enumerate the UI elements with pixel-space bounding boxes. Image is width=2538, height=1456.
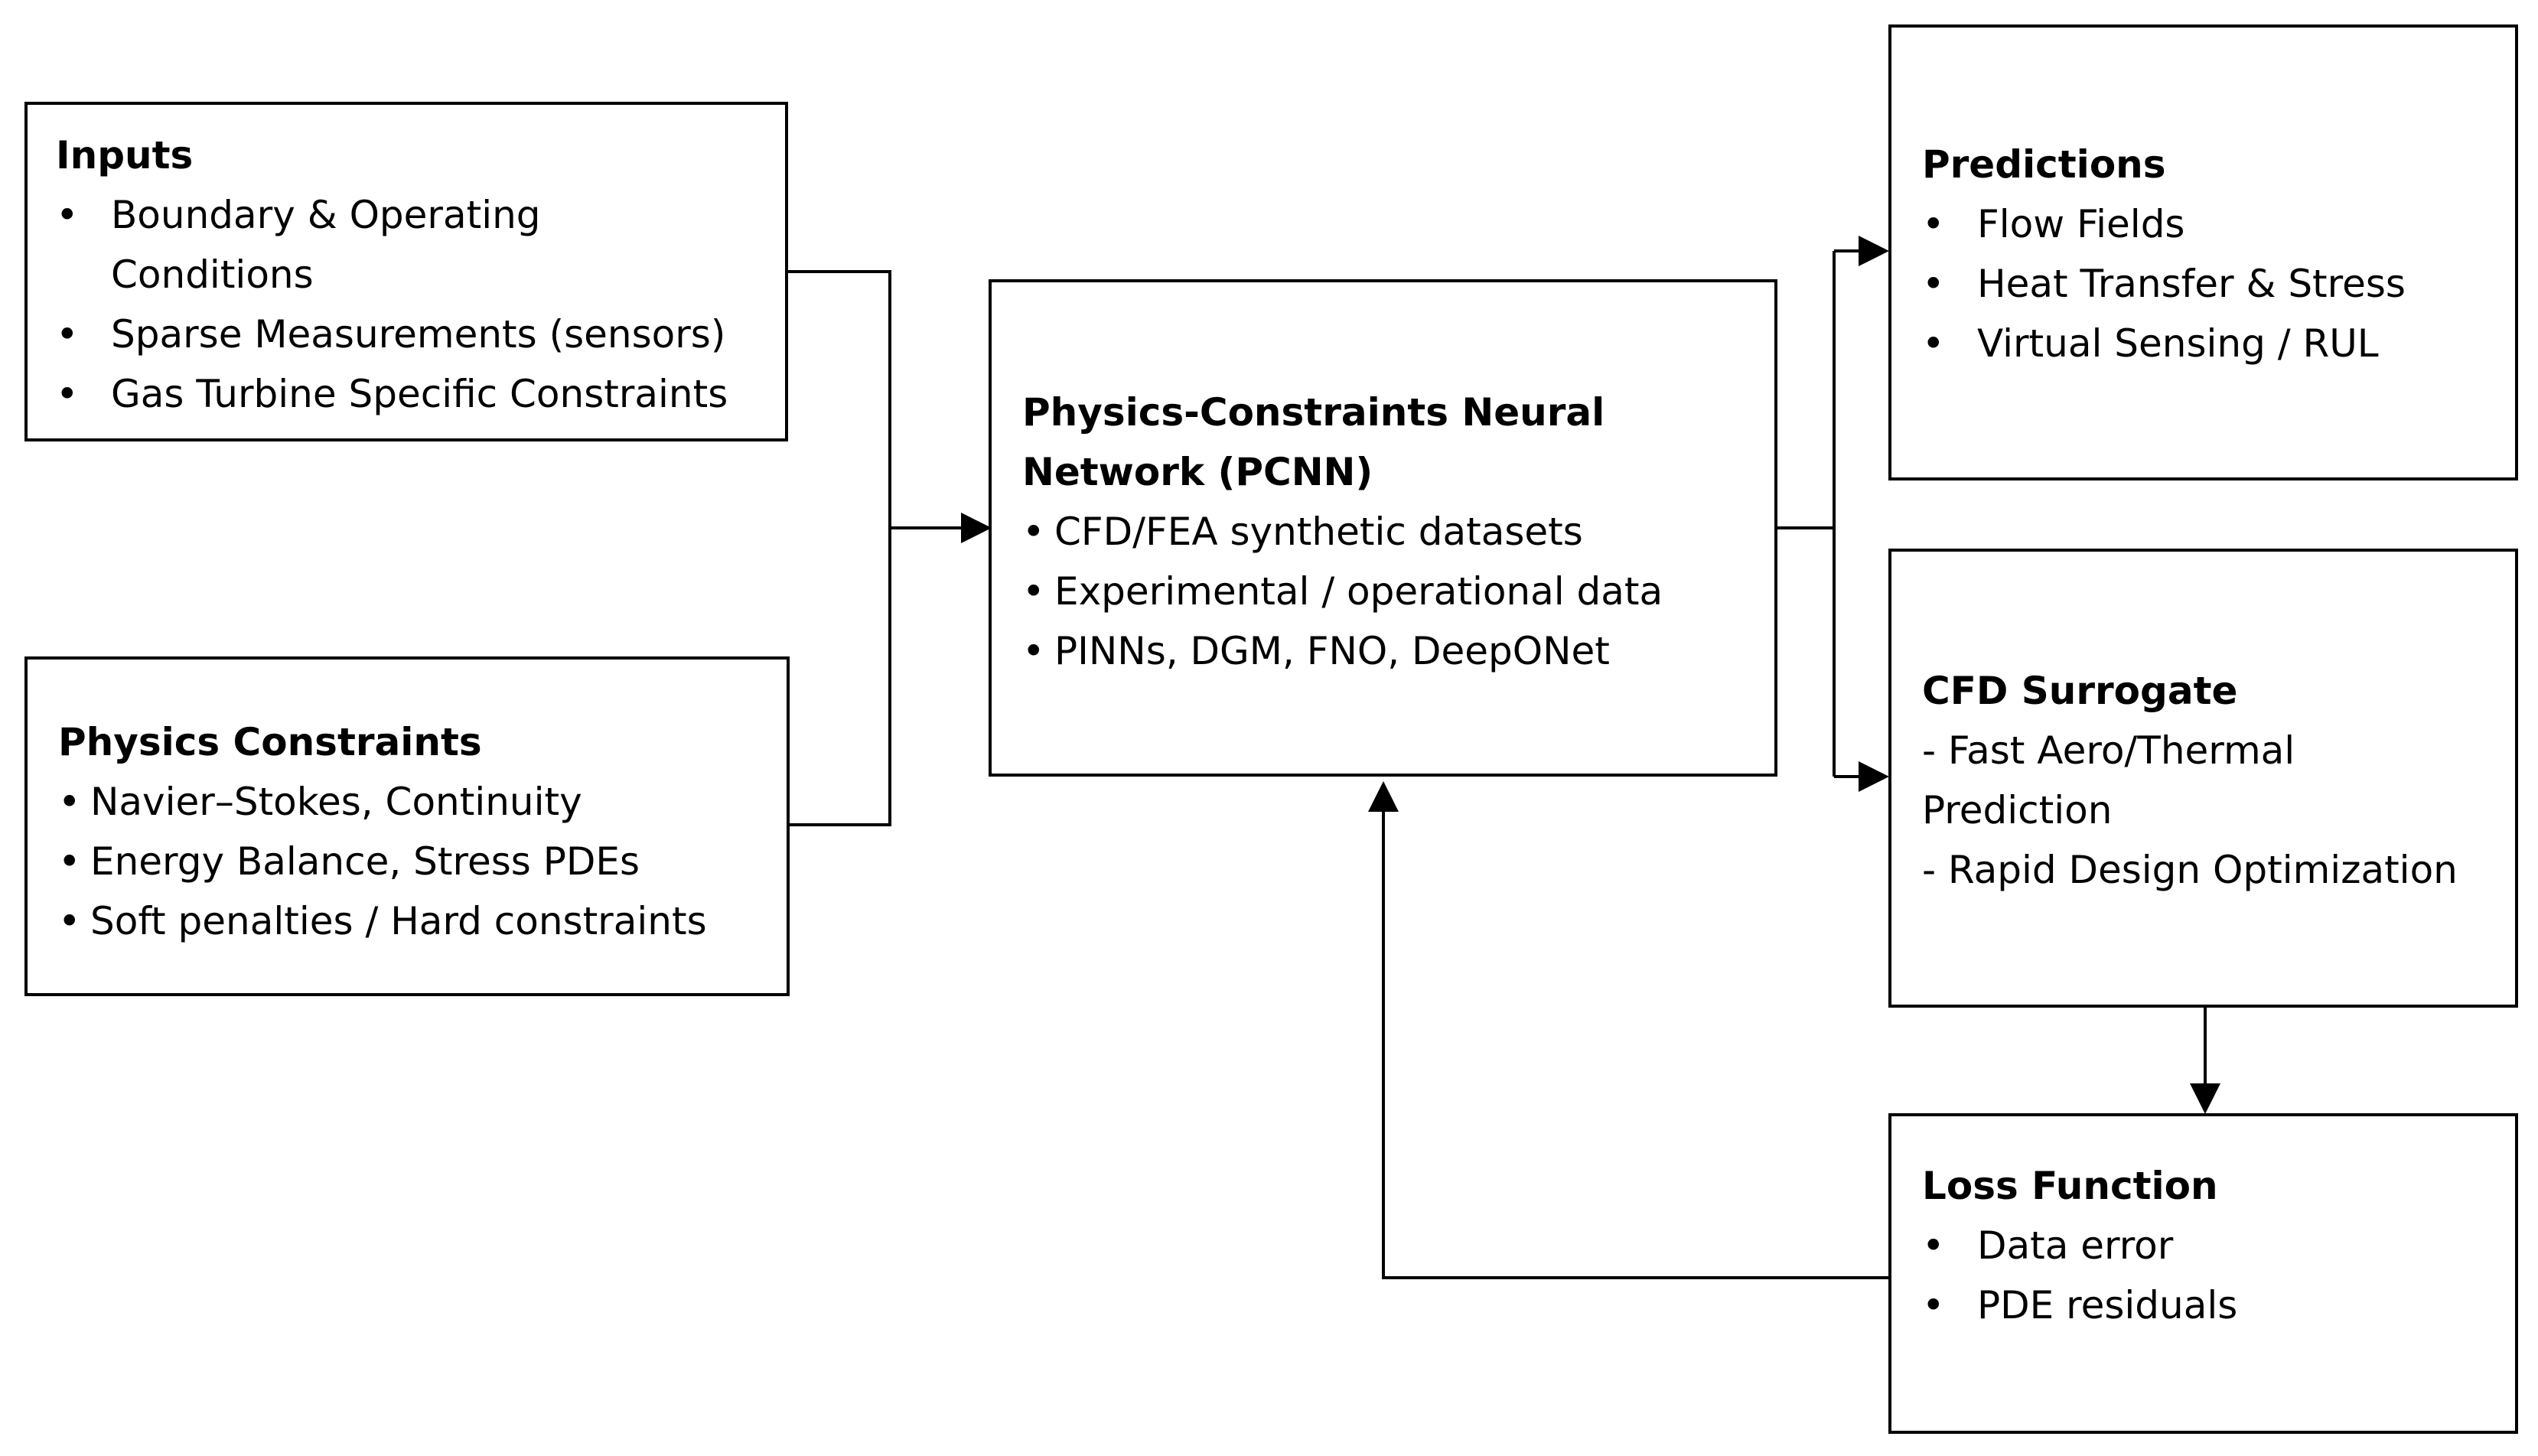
- physics-item-energy: Energy Balance, Stress PDEs: [58, 832, 787, 891]
- physics-connector: [790, 528, 891, 826]
- physics-item-navier-stokes: Navier–Stokes, Continuity: [58, 772, 787, 832]
- inputs-item-sensors: Sparse Measurements (sensors): [56, 305, 744, 364]
- inputs-box: Inputs Boundary & Operating Conditions S…: [24, 102, 788, 441]
- pcnn-item-cfd-fea: CFD/FEA synthetic datasets: [1022, 502, 1774, 562]
- physics-item-penalties: Soft penalties / Hard constraints: [58, 891, 787, 951]
- predictions-item-flow: Flow Fields: [1922, 194, 2515, 254]
- physics-constraints-title: Physics Constraints: [58, 720, 482, 764]
- physics-constraints-box: Physics Constraints Navier–Stokes, Conti…: [24, 656, 790, 996]
- predictions-box: Predictions Flow Fields Heat Transfer & …: [1888, 24, 2518, 480]
- predictions-item-heat: Heat Transfer & Stress: [1922, 254, 2515, 314]
- physics-constraints-list: Navier–Stokes, Continuity Energy Balance…: [58, 772, 787, 951]
- inputs-item-boundary: Boundary & Operating Conditions: [56, 185, 585, 305]
- predictions-item-virtual: Virtual Sensing / RUL: [1922, 314, 2515, 373]
- loss-function-title: Loss Function: [1922, 1164, 2218, 1208]
- pcnn-item-experimental: Experimental / operational data: [1022, 562, 1774, 621]
- pcnn-box: Physics-Constraints Neural Network (PCNN…: [989, 279, 1777, 777]
- cfd-surrogate-line-fast: - Fast Aero/Thermal: [1922, 728, 2295, 773]
- loss-function-list: Data error PDE residuals: [1922, 1216, 2515, 1335]
- loss-item-pde-residuals: PDE residuals: [1922, 1275, 2515, 1335]
- cfd-surrogate-title: CFD Surrogate: [1922, 669, 2238, 713]
- pcnn-item-methods: PINNs, DGM, FNO, DeepONet: [1022, 621, 1774, 681]
- pcnn-title-line1: Physics-Constraints Neural: [1022, 390, 1605, 435]
- predictions-title: Predictions: [1922, 142, 2166, 187]
- cfd-surrogate-box: CFD Surrogate - Fast Aero/Thermal Predic…: [1888, 549, 2518, 1008]
- cfd-surrogate-line-design: - Rapid Design Optimization: [1922, 848, 2458, 892]
- inputs-item-gas-turbine: Gas Turbine Specific Constraints: [56, 364, 744, 424]
- cfd-surrogate-line-prediction: Prediction: [1922, 788, 2113, 832]
- pcnn-list: CFD/FEA synthetic datasets Experimental …: [1022, 502, 1774, 681]
- loss-function-box: Loss Function Data error PDE residuals: [1888, 1113, 2518, 1434]
- pcnn-title-line2: Network (PCNN): [1022, 450, 1373, 494]
- inputs-connector: [788, 270, 891, 528]
- predictions-list: Flow Fields Heat Transfer & Stress Virtu…: [1922, 194, 2515, 373]
- inputs-title: Inputs: [56, 133, 194, 178]
- inputs-list: Boundary & Operating Conditions Sparse M…: [56, 185, 744, 424]
- cfd-surrogate-list: - Fast Aero/Thermal Prediction - Rapid D…: [1922, 721, 2515, 900]
- feedback-connector: [1368, 781, 1888, 1279]
- loss-item-data-error: Data error: [1922, 1216, 2515, 1275]
